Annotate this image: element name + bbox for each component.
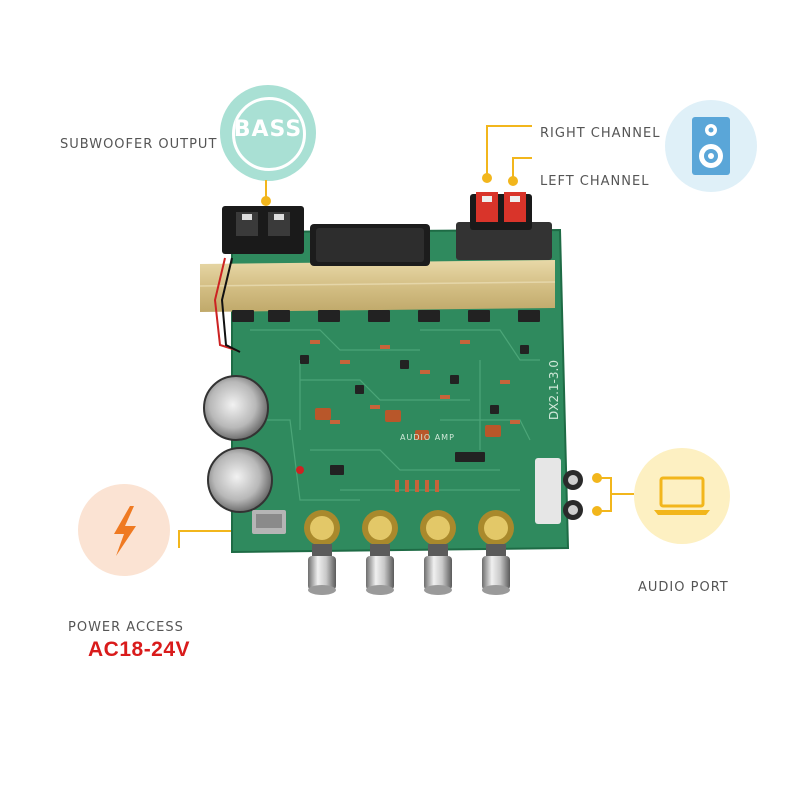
left-channel-line-v (512, 157, 514, 179)
audio-input-jack (535, 458, 561, 524)
laptop-icon-bg (634, 448, 730, 544)
left-channel-line-h (512, 157, 532, 159)
voltage-rating: AC18-24V (88, 638, 191, 661)
left-channel-label: LEFT CHANNEL (540, 174, 650, 189)
subwoofer-connector-dot (261, 196, 271, 206)
power-access-line-h (178, 530, 264, 532)
audio-port-dot-top (592, 473, 602, 483)
audio-port-label: AUDIO PORT (638, 580, 729, 595)
subwoofer-output-label: SUBWOOFER OUTPUT (60, 137, 218, 152)
right-channel-line-v (486, 125, 488, 177)
right-channel-line-h (486, 125, 532, 127)
board-silkscreen-text: AUDIO AMP (400, 433, 455, 442)
subwoofer-terminal (222, 206, 304, 254)
power-access-line-v (178, 530, 180, 548)
speaker-terminal-block (456, 222, 552, 260)
board-model-silkscreen: DX2.1-3.0 (547, 360, 561, 420)
speaker-icon (692, 117, 730, 175)
left-channel-dot (508, 176, 518, 186)
audio-port-line-h (610, 493, 634, 495)
bass-badge-icon: BASS (220, 85, 316, 181)
speaker-icon-bg (665, 100, 757, 192)
audio-port-line-bottom (600, 510, 612, 512)
right-channel-label: RIGHT CHANNEL (540, 126, 661, 141)
power-icon-bg (78, 484, 170, 576)
laptop-icon (654, 476, 710, 515)
right-channel-dot (482, 173, 492, 183)
filter-capacitor-bottom (208, 448, 272, 512)
audio-port-dot-bottom (592, 506, 602, 516)
subwoofer-connector-line (265, 180, 267, 200)
filter-capacitor-top (204, 376, 268, 440)
bass-badge-text: BASS (233, 117, 303, 142)
heatsink (200, 260, 555, 312)
audio-port-line-top (600, 477, 612, 479)
power-access-label: POWER ACCESS (68, 620, 184, 635)
tone-knobs (304, 510, 514, 595)
lightning-bolt-icon (114, 506, 136, 556)
